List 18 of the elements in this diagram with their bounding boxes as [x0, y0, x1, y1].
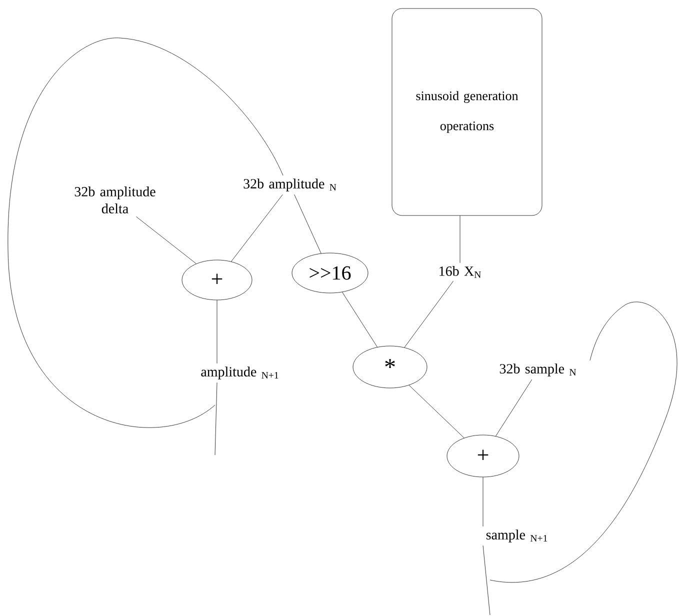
- connector-line: [404, 280, 454, 348]
- signal-label: sample $_{N+1}$: [486, 530, 548, 542]
- connector-line: [482, 477, 484, 527]
- signal-label: amplitude $_{N+1}$: [201, 366, 278, 380]
- connector-line: [482, 302, 678, 616]
- connector-line: [216, 300, 218, 364]
- connector-line: [342, 292, 378, 348]
- connector-line: [136, 216, 196, 264]
- connector-line: [8, 38, 284, 456]
- signal-label: 32b amplitude $_{N}$: [244, 178, 336, 192]
- connector-line: [408, 385, 464, 438]
- signal-label: 32b amplitude delta: [74, 186, 156, 214]
- process-box: sinusoid generation operations: [392, 8, 542, 216]
- connector-line: [231, 194, 283, 262]
- signal-label: 32b sample $_{N}$: [500, 364, 576, 376]
- signal-label: 16b X$_{N}$: [440, 266, 481, 278]
- connector-line: [294, 194, 322, 254]
- connector-line: [496, 379, 532, 436]
